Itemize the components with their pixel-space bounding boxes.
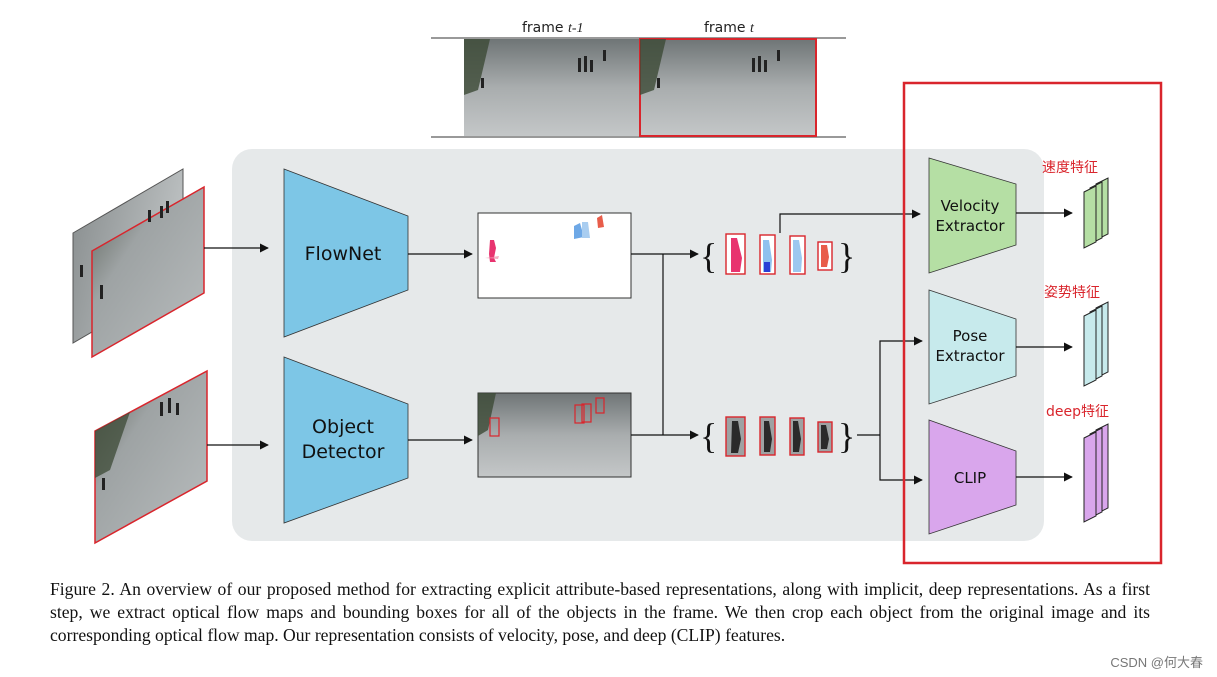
velocity-feature-stack — [1083, 177, 1109, 249]
clip-block — [928, 419, 1017, 535]
pose-extractor-block — [928, 289, 1017, 405]
flownet-label: FlowNet — [305, 243, 382, 265]
velocity-extractor-block — [928, 157, 1017, 274]
flownet-block — [283, 168, 409, 338]
flow-crop — [817, 241, 833, 271]
processing-panel — [232, 149, 1044, 541]
image-crops-set: { } — [700, 416, 855, 457]
clip-label: CLIP — [954, 469, 986, 487]
input-frame-stack — [72, 168, 205, 359]
optical-flow-map — [477, 212, 632, 299]
pose-feature-annotation: 姿势特征 — [1044, 285, 1100, 301]
brace-open: { — [700, 236, 717, 276]
brace-open: { — [700, 416, 717, 456]
brace-close: } — [838, 416, 855, 456]
object-detector-label-line2: Detector — [302, 441, 385, 463]
frame-prev-image — [464, 39, 640, 136]
detection-map — [477, 392, 632, 478]
frames-strip: frame t-1 frame t — [431, 20, 846, 138]
watermark: CSDN @何大春 — [1110, 655, 1203, 670]
flow-crop — [725, 233, 746, 275]
brace-close: } — [838, 236, 855, 276]
highlight-box — [902, 81, 1163, 565]
method-overview-figure: frame t-1 frame t FlowNet Object Detecto… — [72, 20, 1163, 565]
image-crop — [759, 416, 776, 456]
velocity-label-line2: Extractor — [935, 217, 1005, 235]
image-crop — [817, 421, 833, 453]
deep-feature-stack — [1083, 423, 1109, 523]
pose-label-line2: Extractor — [935, 347, 1005, 365]
frame-curr-image — [639, 38, 817, 137]
input-frame — [94, 369, 208, 545]
pose-label-line1: Pose — [953, 327, 988, 345]
flow-crop — [789, 235, 806, 275]
frame-prev-label: frame t-1 — [522, 20, 584, 36]
frame-curr-label: frame t — [704, 20, 755, 36]
flow-crop — [759, 234, 776, 275]
object-detector-block — [283, 356, 409, 524]
image-crop — [789, 417, 805, 456]
figure-caption: Figure 2. An overview of our proposed me… — [50, 579, 1150, 645]
object-detector-label-line1: Object — [312, 416, 374, 438]
image-crop — [725, 416, 746, 457]
velocity-label-line1: Velocity — [941, 197, 1000, 215]
velocity-feature-annotation: 速度特征 — [1042, 160, 1098, 176]
pose-feature-stack — [1083, 301, 1109, 387]
flow-crops-set: { } — [700, 233, 855, 276]
deep-feature-annotation: deep特征 — [1046, 404, 1109, 420]
